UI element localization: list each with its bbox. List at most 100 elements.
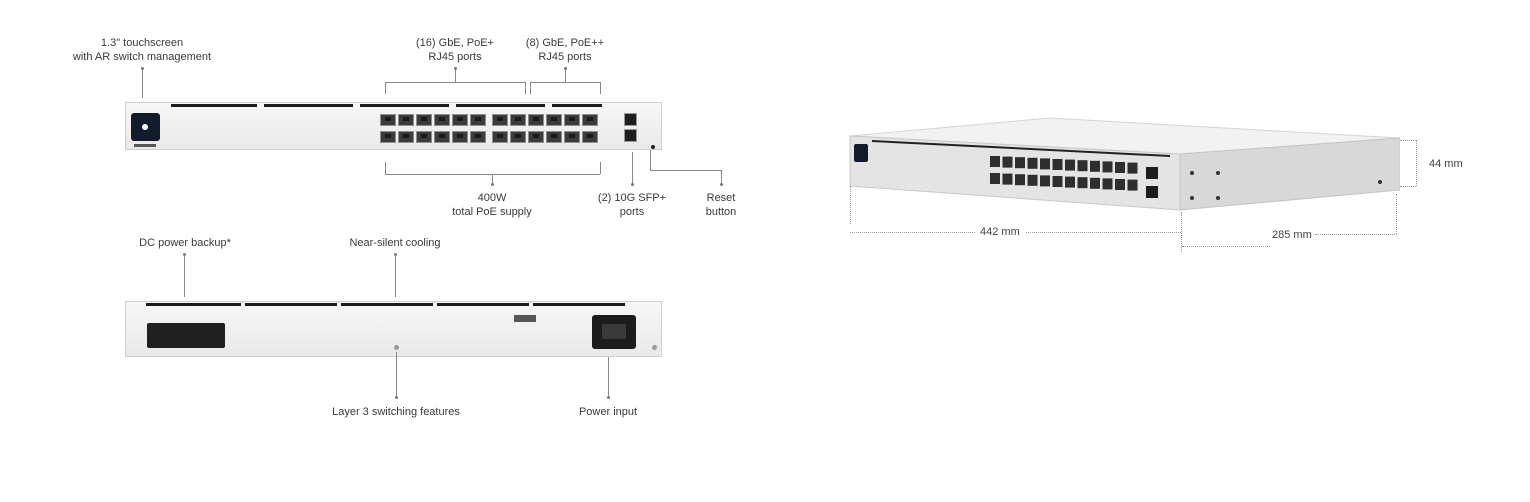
gbe-poe-plusplus-leader-dot <box>564 67 567 70</box>
iso-rj45-port <box>1127 162 1138 174</box>
rj45-port <box>528 131 544 143</box>
rear-panel <box>125 301 662 357</box>
rj45-port <box>510 131 526 143</box>
iso-rj45-port <box>1027 157 1038 169</box>
vent-slot <box>341 303 433 306</box>
iso-rj45-port <box>1040 175 1050 187</box>
dim-depth-line-left <box>1182 246 1270 247</box>
cooling-label: Near-silent cooling <box>349 237 441 249</box>
iso-rj45-port <box>1077 160 1088 172</box>
rj45-port <box>546 131 562 143</box>
power-input-leader-dot <box>607 396 610 399</box>
layer3-leader <box>396 352 397 397</box>
dim-width-left <box>850 186 851 224</box>
vent-slot <box>264 104 353 107</box>
touchscreen-leader-dot <box>141 67 144 70</box>
dim-width-label: 442 mm <box>980 226 1020 238</box>
poe-supply-bracket-left <box>385 162 386 174</box>
iso-rj45-port <box>1052 159 1063 170</box>
dim-height-bottom <box>1400 186 1416 187</box>
dim-height-label: 44 mm <box>1429 158 1463 170</box>
dim-width-line-right <box>1026 232 1181 233</box>
rj45-port <box>380 114 396 126</box>
rj45-port <box>398 131 414 143</box>
vent-slot <box>171 104 257 107</box>
sfp-leader <box>632 152 633 184</box>
gbe-poe-plus-bracket-left <box>385 82 386 94</box>
dim-height-line <box>1416 140 1417 186</box>
dim-height-top <box>1400 140 1416 141</box>
iso-rj45-port <box>1002 173 1013 185</box>
rj45-port <box>452 131 468 143</box>
rj45-port <box>564 114 580 126</box>
gbe-poe-plusplus-bracket-left <box>530 82 531 94</box>
touchscreen <box>131 113 160 141</box>
iso-rj45-port <box>1015 157 1025 169</box>
vent-slot <box>456 104 545 107</box>
iso-rj45-port <box>1115 179 1125 190</box>
gbe-poe-plus-bracket-right <box>525 82 526 94</box>
rj45-port <box>380 131 396 143</box>
reset-leader-v2 <box>721 170 722 184</box>
iso-rj45-port <box>1090 177 1100 189</box>
iso-rj45-port <box>1077 177 1088 189</box>
gbe-poe-plus-label: (16) GbE, PoE+ RJ45 ports <box>395 36 515 64</box>
poe-supply-line2: total PoE supply <box>452 206 532 218</box>
rj45-port <box>416 131 432 143</box>
vent-slot <box>533 303 625 306</box>
gbe-poe-plus-line1: (16) GbE, PoE+ <box>416 37 494 49</box>
iso-rj45-port <box>1127 179 1138 191</box>
rj45-port <box>528 114 544 126</box>
sfp-label: (2) 10G SFP+ ports <box>592 191 672 219</box>
vent-slot <box>360 104 449 107</box>
gbe-poe-plusplus-line2: RJ45 ports <box>538 51 592 63</box>
dc-backup-label: DC power backup* <box>139 237 231 249</box>
iso-rj45-port <box>1002 156 1013 168</box>
gbe-poe-plusplus-bracket <box>530 82 600 83</box>
iso-rj45-port <box>990 173 1000 184</box>
gbe-poe-plusplus-leader <box>565 68 566 82</box>
reset-label: Reset button <box>691 191 751 219</box>
iso-rj45-port <box>1040 158 1050 170</box>
power-input-leader <box>608 357 609 397</box>
iso-rj45-port <box>1052 176 1063 187</box>
rj45-port <box>434 114 450 126</box>
vent-slot <box>437 303 529 306</box>
power-input-label: Power input <box>578 406 638 418</box>
touchscreen-label-line2: with AR switch management <box>72 51 212 63</box>
touchscreen-label: 1.3" touchscreen with AR switch manageme… <box>72 36 212 64</box>
iso-rj45-port <box>1027 174 1038 186</box>
reset-leader-h <box>650 170 721 171</box>
poe-supply-bracket-right <box>600 162 601 174</box>
rj45-port <box>564 131 580 143</box>
switch-isometric <box>849 117 1400 211</box>
vent-slot <box>552 104 602 107</box>
screw-icon <box>394 345 399 350</box>
layer3-leader-dot <box>395 396 398 399</box>
vent-slot <box>146 303 241 306</box>
dim-depth-label: 285 mm <box>1272 229 1312 241</box>
rj45-port <box>546 114 562 126</box>
touchscreen-label-line1: 1.3" touchscreen <box>100 37 184 49</box>
dim-width-right <box>1181 212 1182 252</box>
rj45-port <box>582 114 598 126</box>
dc-backup-connector <box>147 323 225 348</box>
poe-supply-line1: 400W <box>477 192 507 204</box>
gbe-poe-plus-bracket <box>385 82 525 83</box>
dim-depth-right <box>1396 194 1397 234</box>
front-port-grid <box>380 110 610 150</box>
reset-button <box>651 145 655 149</box>
iso-rj45-port <box>990 156 1000 167</box>
gbe-poe-plusplus-line1: (8) GbE, PoE++ <box>525 37 605 49</box>
iso-rj45-port <box>1090 160 1100 172</box>
iso-rj45-port <box>1115 162 1125 173</box>
brand-logo <box>134 144 156 147</box>
gbe-poe-plus-leader <box>455 68 456 82</box>
cooling-leader <box>395 254 396 297</box>
sfp-leader-dot <box>631 183 634 186</box>
iso-rj45-port <box>1102 161 1113 173</box>
iso-rj45-port <box>1102 178 1113 190</box>
rj45-port <box>510 114 526 126</box>
dim-depth-line-right <box>1315 234 1395 235</box>
gbe-poe-plus-leader-dot <box>454 67 457 70</box>
